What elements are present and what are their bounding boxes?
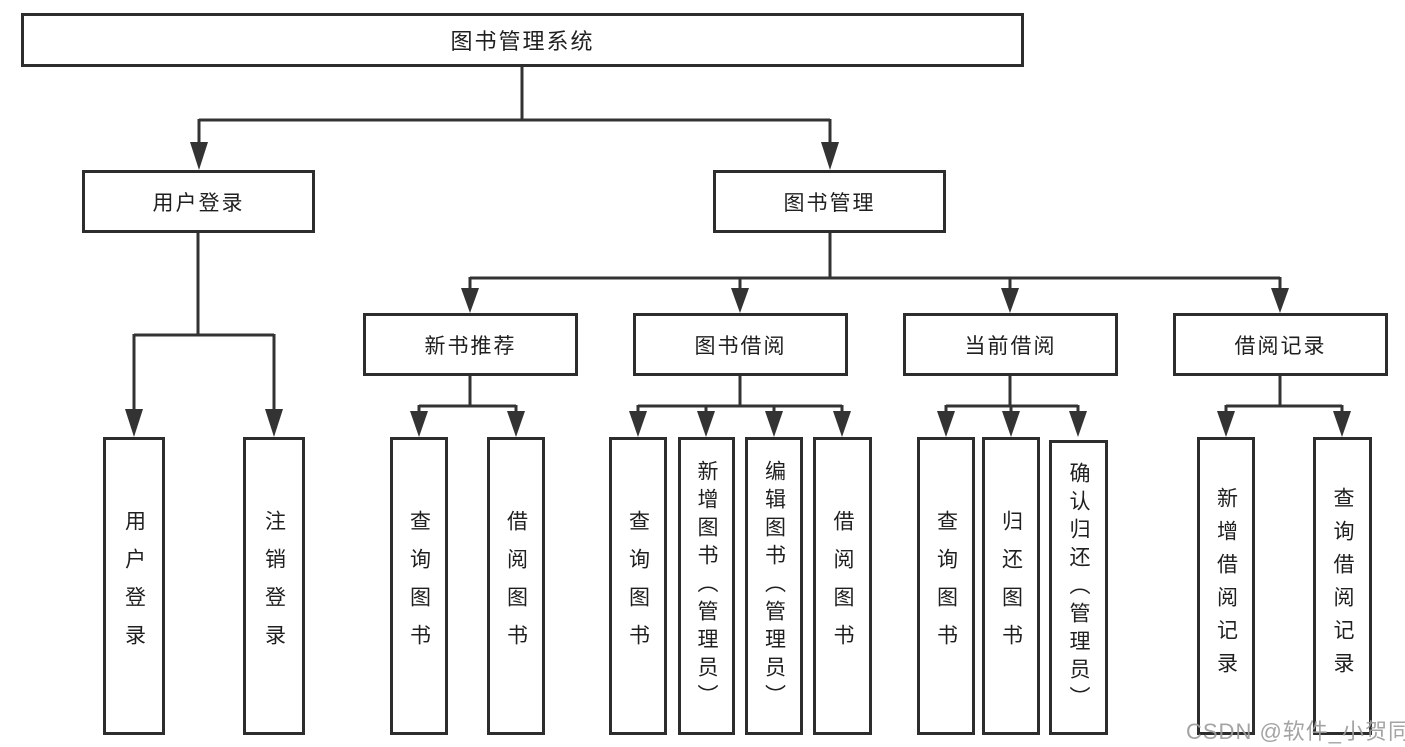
node-book-management-group: 图书管理 <box>713 170 946 233</box>
arrowheads <box>125 142 1351 437</box>
arrowhead <box>629 411 647 437</box>
arrowhead <box>697 411 715 437</box>
node-library-management-system: 图书管理系统 <box>21 13 1024 67</box>
arrowhead <box>765 411 783 437</box>
node-leaf-query-books-3: 查询图书 <box>917 437 975 735</box>
arrowhead <box>1333 411 1351 437</box>
node-leaf-borrow-books-1: 借阅图书 <box>487 437 545 735</box>
arrowhead <box>1271 288 1289 313</box>
node-leaf-query-books-1: 查询图书 <box>390 437 448 735</box>
node-new-book-recommendation: 新书推荐 <box>363 313 578 376</box>
arrowhead <box>1002 411 1020 437</box>
arrowhead <box>190 142 208 170</box>
arrowhead <box>833 411 851 437</box>
arrowhead <box>410 411 428 437</box>
node-leaf-confirm-return-admin: 确认归还（管理员） <box>1049 440 1108 735</box>
csdn-watermark: CSDN @软件_小贺同学 <box>1186 719 1405 744</box>
node-leaf-add-borrow-record: 新增借阅记录 <box>1197 437 1255 735</box>
node-borrowing-records: 借阅记录 <box>1173 313 1388 376</box>
node-leaf-query-borrow-record: 查询借阅记录 <box>1313 437 1372 735</box>
arrowhead <box>125 409 143 437</box>
node-leaf-return-books: 归还图书 <box>982 437 1040 735</box>
node-book-borrowing: 图书借阅 <box>633 313 848 376</box>
arrowhead <box>1069 411 1087 437</box>
node-leaf-borrow-books-2: 借阅图书 <box>813 437 872 735</box>
node-current-borrowing: 当前借阅 <box>903 313 1118 376</box>
arrowhead <box>937 411 955 437</box>
arrowhead <box>461 288 479 313</box>
node-leaf-add-books-admin: 新增图书（管理员） <box>678 437 735 735</box>
node-user-login-group: 用户登录 <box>82 170 315 233</box>
arrowhead <box>821 142 839 170</box>
node-leaf-edit-books-admin: 编辑图书（管理员） <box>745 437 803 735</box>
arrowhead <box>1217 411 1235 437</box>
arrowhead <box>507 411 525 437</box>
node-leaf-user-login: 用户登录 <box>103 437 165 735</box>
arrowhead <box>731 288 749 313</box>
node-leaf-query-books-2: 查询图书 <box>609 437 667 735</box>
node-leaf-logout: 注销登录 <box>243 437 305 735</box>
arrowhead <box>265 409 283 437</box>
arrowhead <box>1001 288 1019 313</box>
